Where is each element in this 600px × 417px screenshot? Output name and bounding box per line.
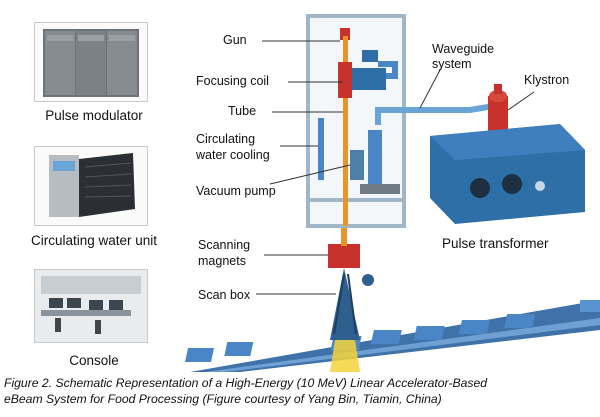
figure-caption: Figure 2. Schematic Representation of a … <box>4 375 596 407</box>
label-gun: Gun <box>223 33 247 47</box>
gun <box>340 28 350 40</box>
label-scanning-line2: magnets <box>198 254 246 268</box>
klystron <box>488 84 508 132</box>
scan-box <box>330 268 374 340</box>
pulse-modulator-cabinet-icon <box>43 29 139 97</box>
waveguide-pipe <box>375 102 501 125</box>
console-room-icon <box>35 270 147 342</box>
label-circulating-line2: water cooling <box>196 148 270 162</box>
scanning-magnets <box>328 244 360 268</box>
caption-line-1: Figure 2. Schematic Representation of a … <box>4 376 488 390</box>
circulating-water-unit-photo <box>34 146 148 226</box>
accelerator-schematic <box>185 14 600 372</box>
label-klystron: Klystron <box>524 73 570 87</box>
tube <box>343 36 348 226</box>
label-circulating-line1: Circulating <box>196 132 256 146</box>
conveyor <box>185 300 600 372</box>
pulse-modulator-photo <box>34 22 148 102</box>
water-cooling-pipe <box>318 118 324 180</box>
label-waveguide-line2: system <box>432 57 472 71</box>
label-scanning-line1: Scanning <box>198 238 251 252</box>
console-photo <box>34 269 148 343</box>
label-focusing-coil: Focusing coil <box>196 74 269 88</box>
pulse-modulator-label: Pulse modulator <box>45 108 143 123</box>
console-label: Console <box>69 353 119 368</box>
circulating-water-unit-label: Circulating water unit <box>30 233 158 248</box>
leader-lines <box>256 40 535 295</box>
focusing-coil <box>338 62 352 98</box>
label-scan-box: Scan box <box>198 288 251 302</box>
electron-beam <box>330 340 360 372</box>
label-tube: Tube <box>228 104 257 118</box>
pulse-transformer <box>430 124 585 224</box>
vacuum-pump <box>350 130 400 194</box>
label-waveguide-line1: Waveguide <box>432 42 495 56</box>
water-unit-icon <box>49 153 135 217</box>
label-vacuum-pump: Vacuum pump <box>196 184 276 198</box>
diagram-panel: Pulse modulator Circulating water unit C… <box>30 14 600 372</box>
caption-line-2: eBeam System for Food Processing (Figure… <box>4 392 442 406</box>
label-pulse-transformer: Pulse transformer <box>442 236 549 251</box>
